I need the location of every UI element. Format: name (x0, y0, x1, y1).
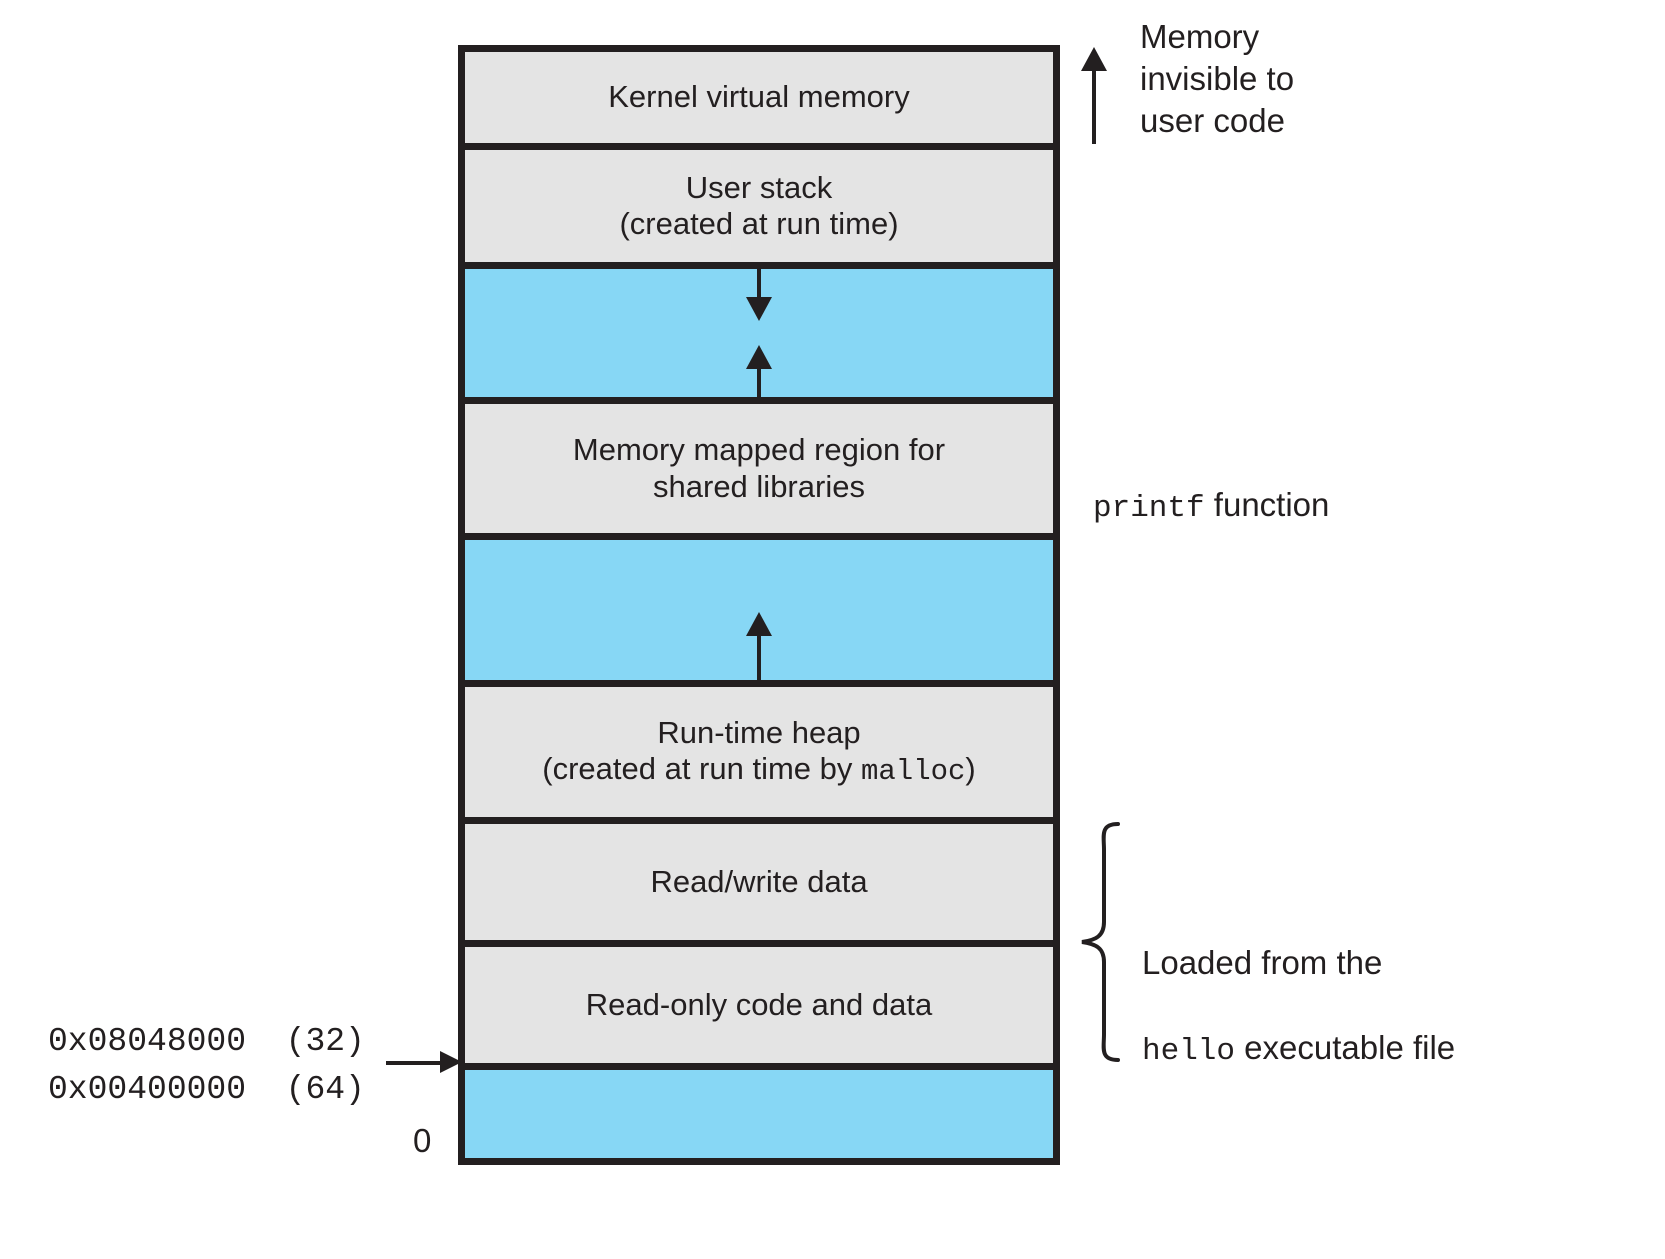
divider-7 (465, 940, 1053, 947)
loaded-line2: hello executable file (1142, 1027, 1455, 1072)
segment-memory-mapped-region-label: Memory mapped region for shared librarie… (573, 432, 945, 505)
stack-up-arrow-line (757, 365, 761, 399)
note-printf-function: printf function (1093, 442, 1329, 529)
loaded-line1: Loaded from the (1142, 944, 1383, 982)
segment-low-unmapped (465, 1070, 1053, 1158)
segment-memory-mapped-region: Memory mapped region for shared librarie… (465, 404, 1053, 533)
heap-malloc-mono: malloc (861, 755, 966, 789)
address-label-64bit: 0x00400000 (64) (48, 1071, 365, 1108)
user-stack-line1: User stack (685, 169, 833, 205)
virtual-address-space-column: Kernel virtual memory User stack (create… (458, 45, 1060, 1165)
divider-1 (465, 143, 1053, 150)
printf-mono: printf (1093, 491, 1205, 527)
address-label-zero: 0 (413, 1122, 432, 1159)
segment-read-only-code-and-data-label: Read-only code and data (586, 987, 932, 1023)
segment-kernel-virtual-memory-label: Kernel virtual memory (608, 79, 909, 115)
divider-6 (465, 817, 1053, 824)
segment-heap-gap (465, 540, 1053, 680)
user-stack-line2: (created at run time) (619, 206, 899, 241)
stack-down-arrow-line (757, 269, 761, 301)
run-time-heap-line2: (created at run time by malloc) (542, 751, 976, 789)
address-pointer-head (440, 1051, 462, 1073)
memory-invisible-arrow-line (1092, 68, 1096, 144)
divider-2 (465, 262, 1053, 269)
segment-read-write-data: Read/write data (465, 824, 1053, 940)
heap-line2-prefix: (created at run time by (542, 751, 861, 787)
segment-run-time-heap: Run-time heap (created at run time by ma… (465, 687, 1053, 817)
divider-8 (465, 1063, 1053, 1070)
heap-line2-suffix: ) (965, 751, 976, 787)
segment-read-write-data-label: Read/write data (650, 864, 867, 900)
address-pointer-line (386, 1061, 444, 1065)
memory-mapped-line1: Memory mapped region for (572, 432, 946, 468)
divider-5 (465, 680, 1053, 687)
heap-up-arrow-line (757, 632, 761, 680)
note-memory-invisible-to-user-code: Memory invisible to user code (1140, 18, 1295, 140)
segment-run-time-heap-label: Run-time heap (created at run time by ma… (542, 715, 976, 789)
address-label-32bit: 0x08048000 (32) (48, 1023, 365, 1060)
note-loaded-from-executable: Loaded from the hello executable file (1142, 900, 1455, 1114)
segment-read-only-code-and-data: Read-only code and data (465, 947, 1053, 1063)
printf-rest: function (1204, 486, 1330, 524)
run-time-heap-line1: Run-time heap (657, 714, 861, 750)
segment-user-stack: User stack (created at run time) (465, 150, 1053, 262)
segment-kernel-virtual-memory: Kernel virtual memory (465, 52, 1053, 143)
loaded-from-brace (1081, 822, 1120, 1062)
read-only-line1: Read-only code and data (585, 986, 933, 1022)
memory-invisible-arrow-head (1081, 47, 1107, 71)
memory-mapped-line2: shared libraries (653, 468, 865, 504)
stack-down-arrow-head (746, 297, 772, 321)
divider-4 (465, 533, 1053, 540)
loaded-rest: executable file (1235, 1028, 1456, 1066)
read-write-data-line1: Read/write data (650, 863, 868, 899)
segment-stack-gap (465, 269, 1053, 399)
hello-mono: hello (1142, 1033, 1236, 1069)
segment-user-stack-label: User stack (created at run time) (619, 170, 898, 243)
divider-3 (465, 397, 1053, 404)
kernel-virtual-memory-line1: Kernel virtual memory (608, 79, 910, 115)
